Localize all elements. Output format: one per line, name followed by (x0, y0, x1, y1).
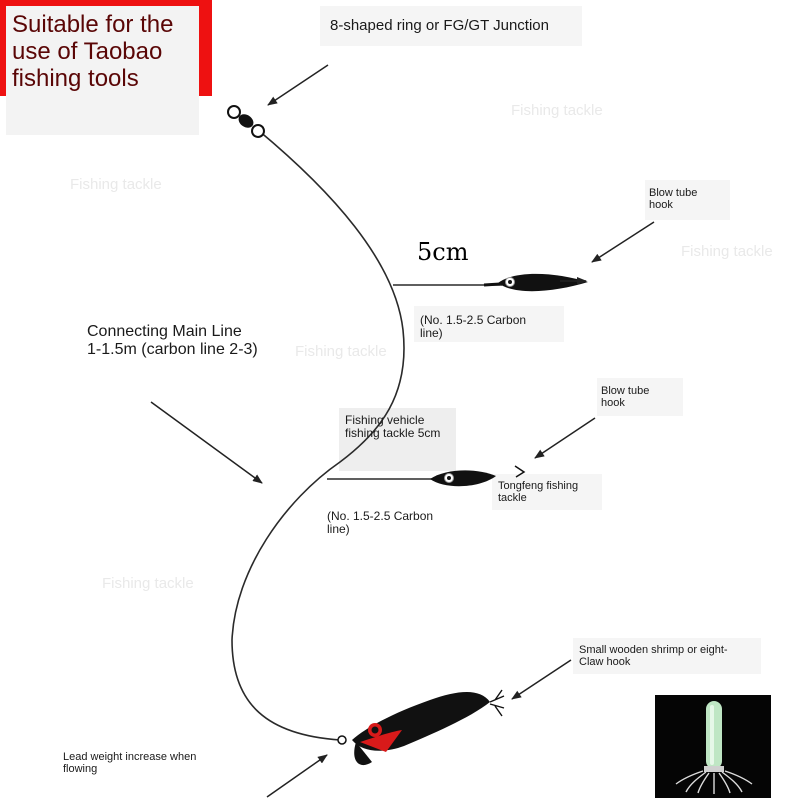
blow-tube-hook-label-2: Blow tube hook (601, 385, 650, 409)
label-background (573, 638, 761, 674)
ring-label: 8-shaped ring or FG/GT Junction (330, 17, 549, 34)
carbon-line-label: (No. 1.5-2.5 Carbon line) (420, 313, 527, 340)
label-background (339, 408, 456, 471)
swivel-icon (227, 105, 265, 138)
arrow (534, 417, 596, 459)
lead-weight-label: Lead weight increase when flowing (63, 751, 197, 775)
main-line-label: Connecting Main Line 1-1.5m (carbon line… (87, 323, 258, 358)
watermark: Fishing tackle (70, 176, 162, 193)
arrow (266, 754, 328, 798)
tongfeng-label: Tongfeng fishing tackle (498, 480, 579, 504)
main-line (231, 129, 405, 741)
arrow (267, 64, 329, 106)
fishing-vehicle-label: Fishing vehicle fishing tackle 5cm (345, 413, 441, 441)
page-title: Suitable for the use of Taobao fishing t… (12, 11, 174, 92)
watermark: Fishing tackle (102, 575, 194, 592)
watermark: Fishing tackle (681, 243, 773, 260)
squid-jig-photo (655, 695, 771, 798)
blow-tube-hook-label: Blow tube hook (649, 187, 698, 211)
wooden-shrimp-icon (337, 689, 505, 766)
length-label: 5cm (417, 238, 469, 266)
arrow (511, 659, 572, 700)
tongfeng-lure-icon (430, 470, 496, 487)
watermark: Fishing tackle (511, 102, 603, 119)
blow-tube-lure-icon (483, 273, 588, 292)
label-background (492, 474, 602, 510)
watermark: Fishing tackle (295, 343, 387, 360)
label-background (645, 180, 730, 220)
label-background (414, 306, 564, 342)
title-box (6, 6, 199, 135)
carbon-line-label-2: (No. 1.5-2.5 Carbon line) (327, 509, 434, 536)
label-background (320, 6, 582, 46)
shrimp-label: Small wooden shrimp or eight- Claw hook (579, 644, 728, 668)
arrow (591, 221, 655, 263)
arrow (150, 401, 263, 484)
label-background (597, 378, 683, 416)
